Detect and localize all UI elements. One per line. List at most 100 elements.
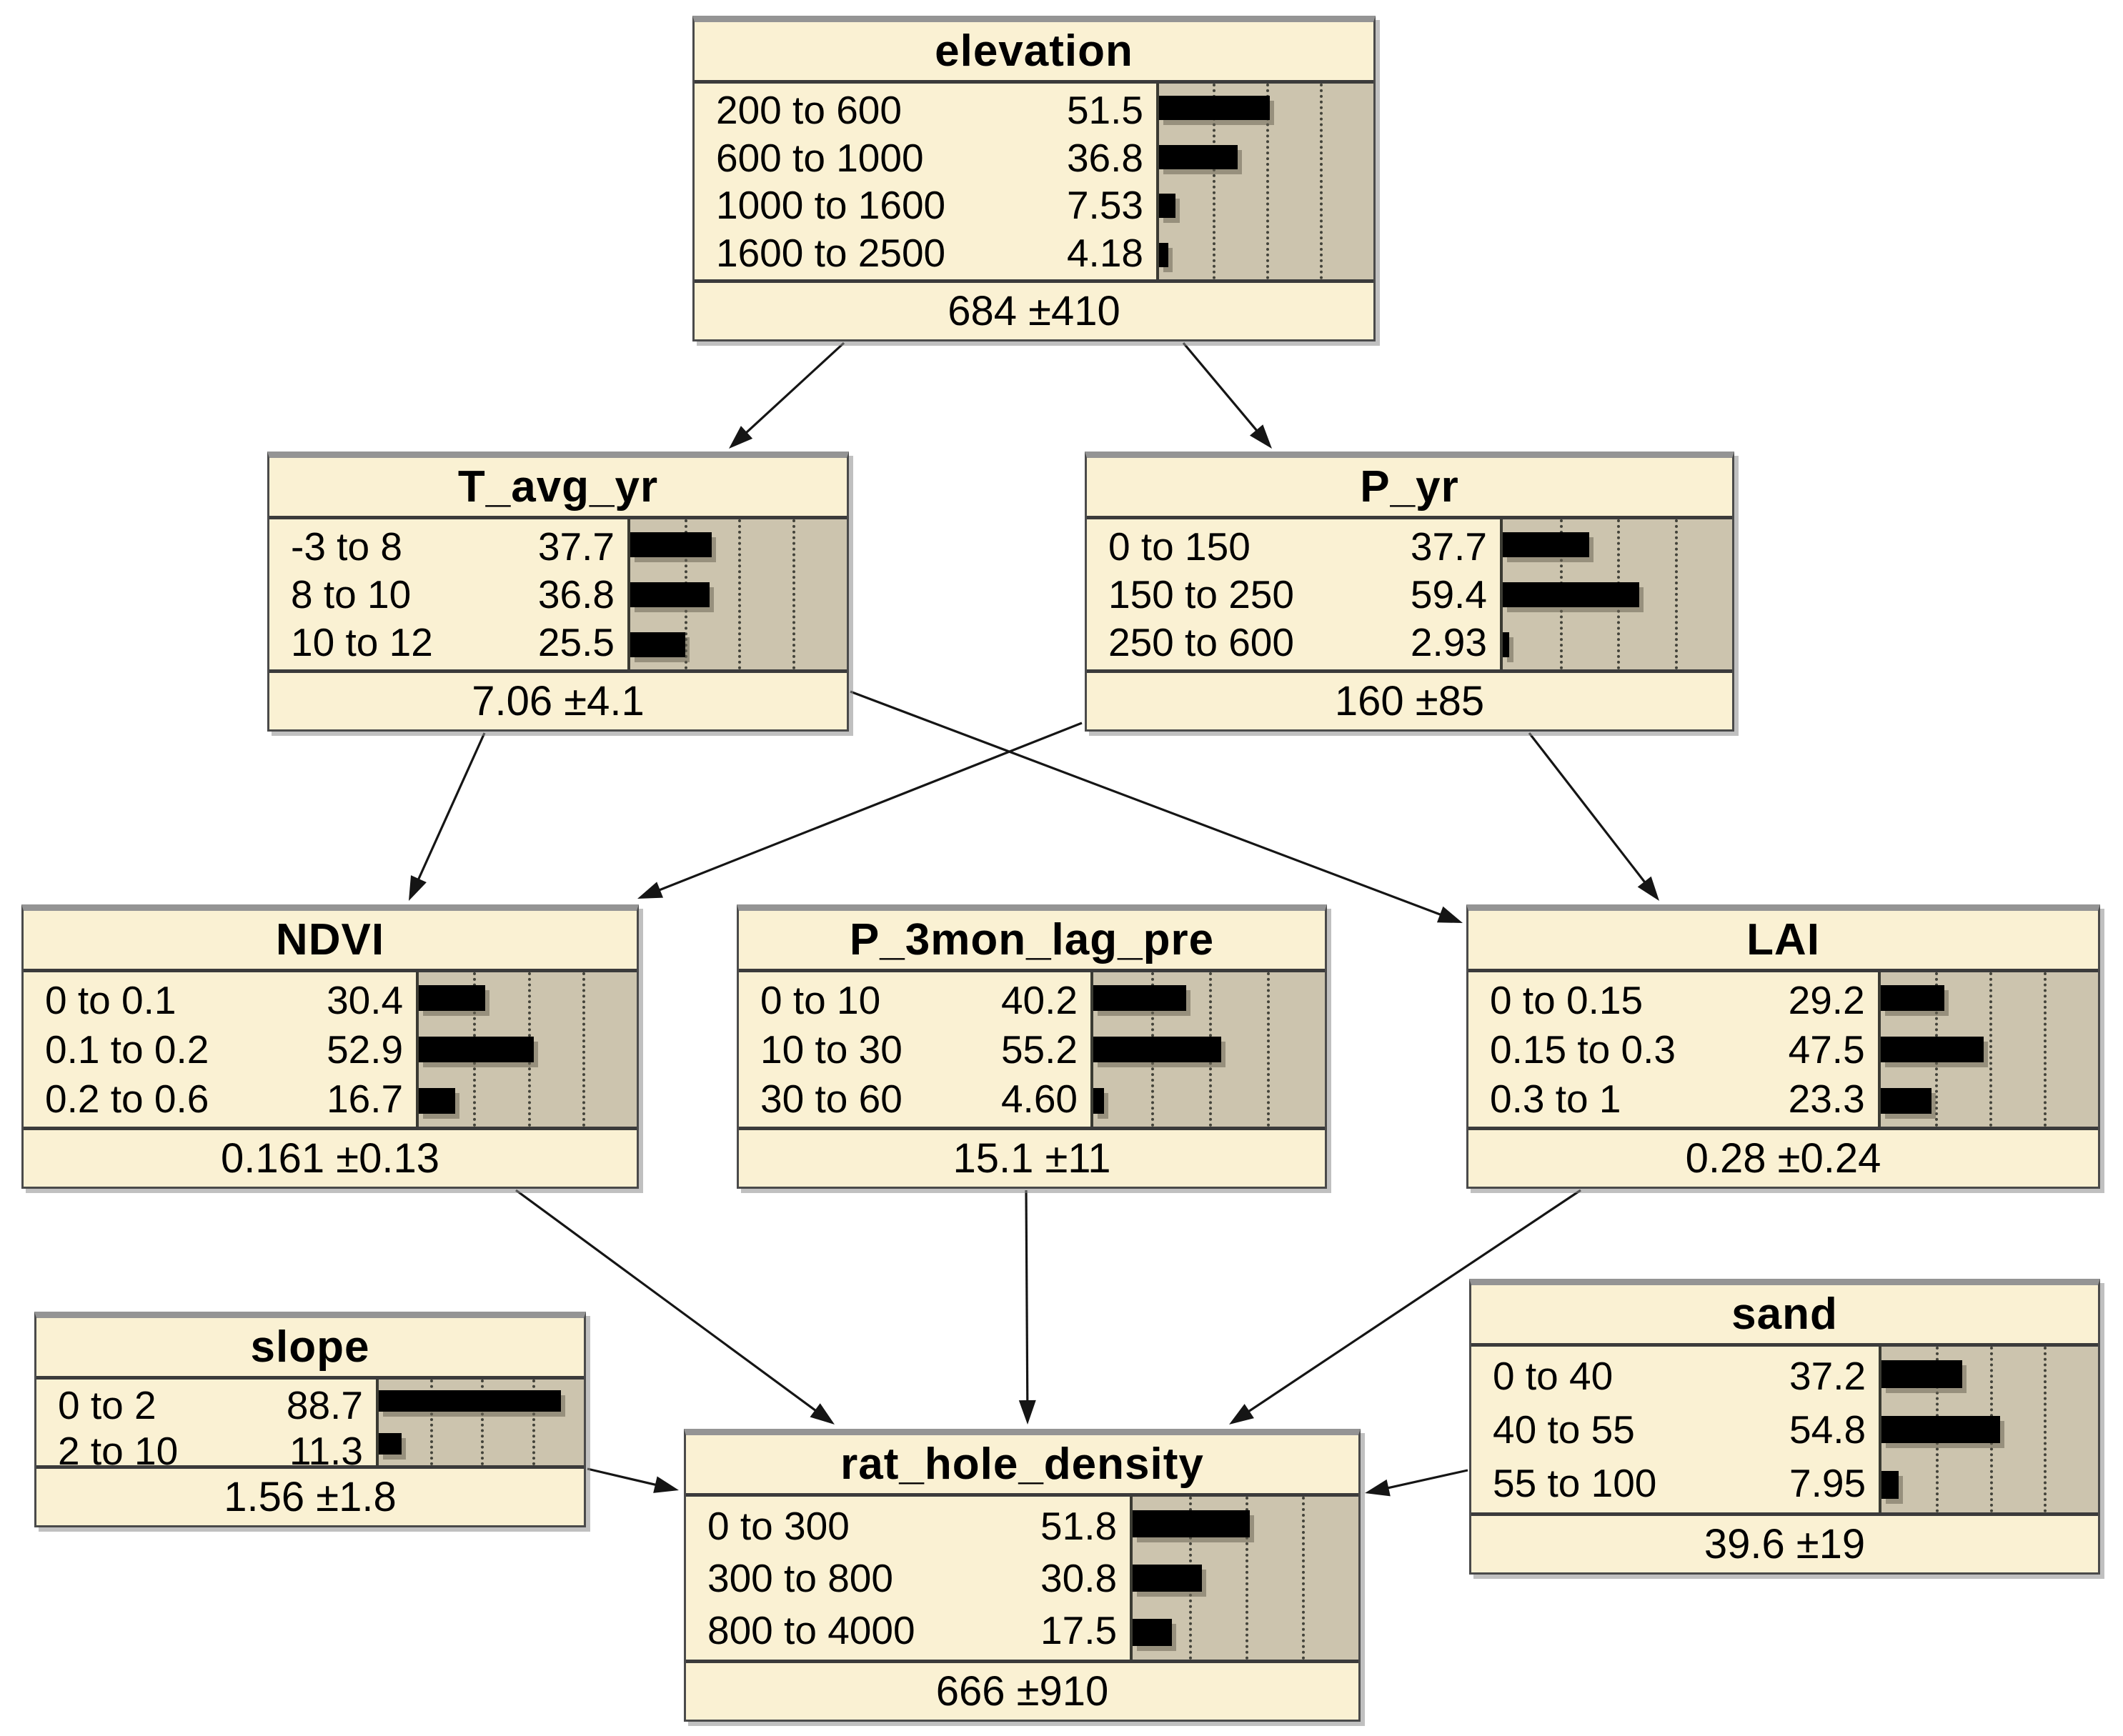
belief-bar[interactable] <box>1093 1037 1221 1062</box>
state-probability: 52.9 <box>327 1027 404 1072</box>
belief-bar[interactable] <box>1880 985 1944 1011</box>
belief-bar[interactable] <box>1502 582 1639 607</box>
state-label: 200 to 600 <box>716 88 902 133</box>
bar-gridline <box>2044 1347 2047 1512</box>
arrowhead-icon <box>1018 1400 1036 1425</box>
bar-slot <box>1881 1347 2098 1402</box>
state-probability: 54.8 <box>1789 1407 1866 1452</box>
state-probability: 59.4 <box>1410 572 1487 617</box>
edge-LAI-rat_hole_density <box>1229 1189 1581 1425</box>
belief-bar[interactable] <box>1880 1037 1984 1062</box>
state-label: 0 to 0.1 <box>45 977 176 1022</box>
state-row[interactable]: 0.1 to 0.2 52.9 <box>24 1024 416 1074</box>
belief-bar[interactable] <box>1133 1565 1203 1592</box>
bar-gridline <box>792 519 796 669</box>
belief-bar[interactable] <box>1093 985 1187 1011</box>
bar-gridline <box>1266 84 1269 279</box>
belief-bar[interactable] <box>1880 1088 1931 1114</box>
belief-bar-chart <box>627 519 847 669</box>
belief-bar[interactable] <box>1159 144 1238 169</box>
bar-slot <box>630 519 847 569</box>
edge-line <box>1245 1189 1581 1415</box>
bar-slot <box>419 1075 637 1127</box>
belief-bar[interactable] <box>1502 532 1589 557</box>
belief-bar[interactable] <box>1133 1510 1250 1537</box>
belief-bar[interactable] <box>419 1088 456 1114</box>
belief-bar[interactable] <box>1159 194 1175 219</box>
belief-bar[interactable] <box>1881 1470 1899 1499</box>
edge-T_avg_yr-NDVI <box>409 732 486 901</box>
arrowhead-icon <box>409 875 427 901</box>
belief-bar[interactable] <box>378 1433 402 1455</box>
belief-bar[interactable] <box>1159 242 1168 267</box>
bar-slot <box>630 569 847 619</box>
bar-slot <box>1093 1075 1325 1127</box>
node-mean-stddev: 15.1 ±11 <box>739 1127 1325 1187</box>
belief-bar[interactable] <box>1159 96 1270 121</box>
belief-bar[interactable] <box>378 1390 561 1412</box>
edge-P_yr-NDVI <box>637 722 1083 899</box>
state-label: 0.1 to 0.2 <box>45 1027 209 1072</box>
belief-bar[interactable] <box>419 1037 535 1062</box>
edge-line <box>1025 1189 1029 1405</box>
belief-bar[interactable] <box>1093 1088 1104 1114</box>
bar-slot <box>1502 619 1732 669</box>
state-probability: 36.8 <box>537 572 615 617</box>
belief-bar[interactable] <box>419 985 485 1011</box>
bar-gridline <box>582 972 585 1127</box>
belief-bar[interactable] <box>630 582 710 607</box>
belief-bar[interactable] <box>1133 1619 1173 1646</box>
belief-bar[interactable] <box>1502 632 1510 657</box>
belief-bar[interactable] <box>1881 1415 2001 1444</box>
bar-slot <box>1093 972 1325 1024</box>
node-title: NDVI <box>24 911 637 972</box>
belief-bar[interactable] <box>1881 1360 1962 1388</box>
state-label: 0.3 to 1 <box>1490 1077 1621 1122</box>
state-label: 0.2 to 0.6 <box>45 1077 209 1122</box>
belief-bar[interactable] <box>630 532 712 557</box>
state-probability: 4.18 <box>1066 230 1143 275</box>
belief-bar[interactable] <box>630 632 686 657</box>
